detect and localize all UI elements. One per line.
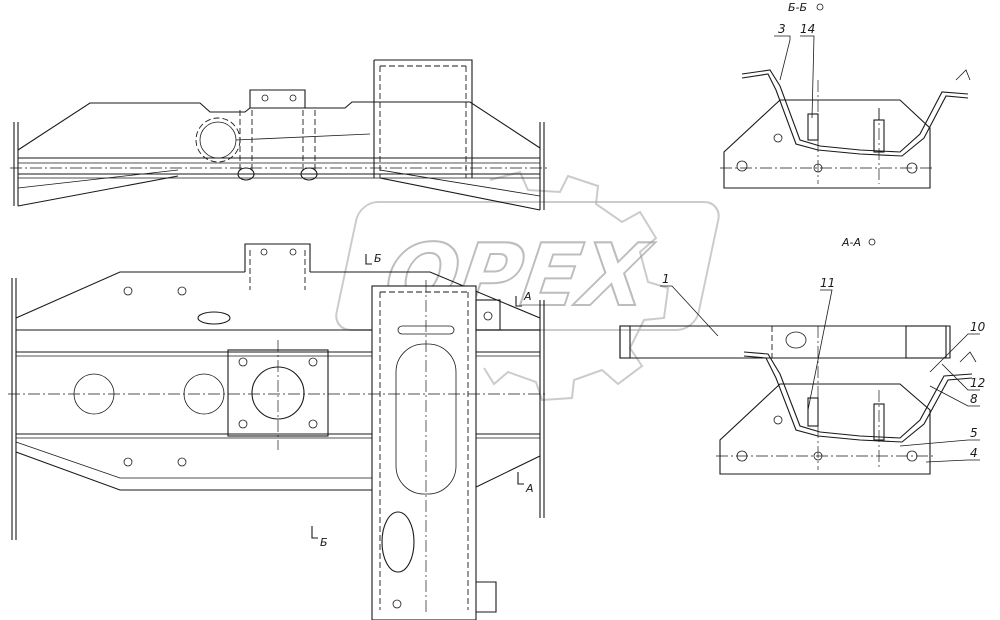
callout-8: 8: [970, 392, 978, 406]
watermark-gear: [483, 170, 670, 402]
section-marker-b-bottom-label: Б: [320, 536, 328, 549]
section-aa-title: А-А: [841, 236, 876, 249]
section-marker-a-bottom-label: А: [525, 482, 534, 495]
section-bb-title-symbol: [816, 3, 824, 11]
section-aa-title-text: А-А: [841, 236, 861, 249]
section-bb-view: [720, 69, 971, 189]
callout-3: 3: [778, 22, 786, 36]
section-bb-title: Б-Б: [788, 1, 824, 14]
section-marker-a-top-label: А: [523, 290, 532, 303]
section-marker-b-top-label: Б: [374, 252, 382, 265]
top-view: [10, 59, 548, 211]
callout-14: 14: [800, 22, 815, 36]
section-marker-a-top: А: [515, 290, 532, 307]
section-marker-b-top: Б: [365, 252, 382, 265]
callout-5: 5: [970, 426, 978, 440]
section-aa-view: [619, 325, 977, 475]
callout-1: 1: [662, 272, 670, 286]
section-aa-title-symbol: [868, 238, 876, 246]
callout-12: 12: [970, 376, 985, 390]
callout-leaders: [660, 35, 980, 463]
callout-4: 4: [970, 446, 978, 460]
main-view: [8, 243, 548, 620]
section-marker-b-bottom: Б: [311, 526, 328, 549]
section-marker-a-bottom: А: [517, 472, 534, 495]
callout-10: 10: [970, 320, 986, 334]
callout-11: 11: [820, 276, 835, 290]
section-bb-title-text: Б-Б: [788, 1, 807, 14]
